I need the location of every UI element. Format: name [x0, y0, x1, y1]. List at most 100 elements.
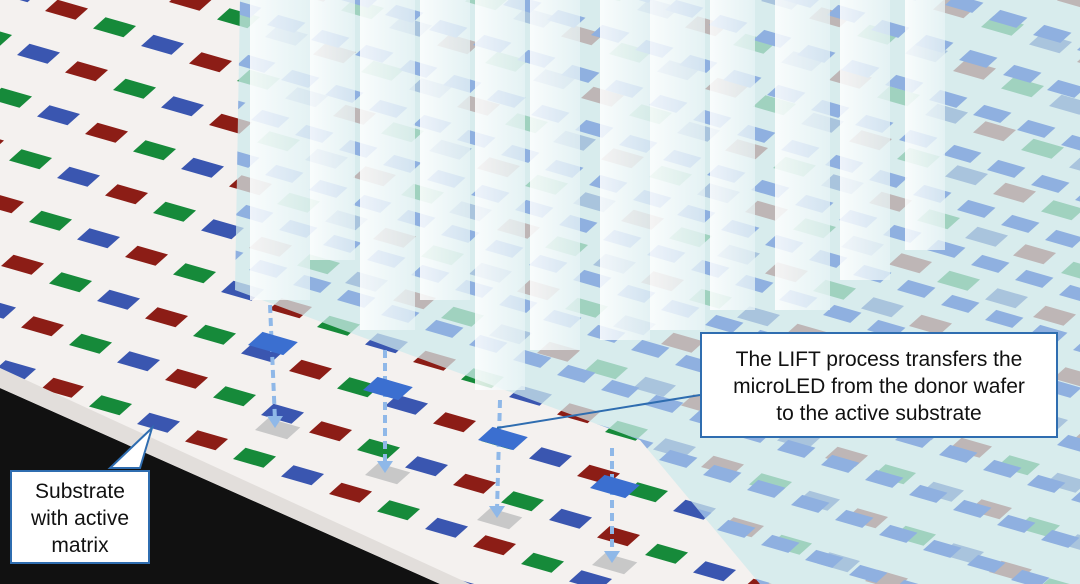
donor-microled	[943, 144, 982, 163]
pixel	[501, 491, 545, 512]
donor-pillar	[905, 0, 945, 250]
pixel	[49, 272, 93, 293]
pixel	[169, 0, 213, 11]
donor-microled	[557, 364, 596, 383]
donor-microled	[1041, 529, 1080, 548]
pixel	[97, 289, 141, 310]
donor-microled	[973, 104, 1012, 123]
donor-microled	[601, 379, 640, 398]
donor-microled	[235, 149, 260, 168]
donor-pillar	[775, 0, 830, 310]
pixel	[549, 508, 593, 529]
landing-pad	[365, 463, 411, 485]
transferred-microled	[248, 331, 298, 356]
callout-text: to the active substrate	[776, 402, 982, 425]
pixel	[233, 447, 277, 468]
donor-microled	[865, 469, 904, 488]
donor-pillar	[710, 0, 755, 310]
pixel	[165, 368, 209, 389]
donor-microled	[705, 314, 744, 333]
donor-microled	[1033, 24, 1072, 43]
pixel	[9, 149, 53, 170]
donor-microled	[909, 484, 948, 503]
donor-microled	[939, 444, 978, 463]
pixel	[141, 34, 185, 55]
donor-pillar	[310, 0, 355, 260]
donor-microled	[959, 49, 998, 68]
arrow-head-icon	[604, 551, 620, 563]
callout-text: The LIFT process transfers the	[735, 348, 1023, 371]
lift-callout-pointer	[496, 394, 701, 429]
donor-pillar	[530, 0, 580, 350]
donor-microled	[1001, 214, 1040, 233]
donor-microled	[1017, 119, 1056, 138]
pixel	[85, 122, 129, 143]
donor-microled	[923, 539, 962, 558]
donor-microled	[1027, 474, 1066, 493]
donor-microled	[823, 304, 862, 323]
pixel	[181, 157, 225, 178]
callout-text: microLED from the donor wafer	[733, 375, 1025, 398]
donor-pillar	[250, 0, 310, 300]
pixel	[153, 201, 197, 222]
donor-pillar	[420, 0, 470, 300]
pixel	[117, 351, 161, 372]
donor-microled	[897, 279, 936, 298]
pixel	[201, 219, 245, 240]
donor-pillar	[475, 0, 525, 390]
donor-microled	[425, 319, 464, 338]
pixel	[137, 412, 181, 433]
donor-microled	[985, 309, 1024, 328]
pixel	[65, 61, 109, 82]
pixel	[529, 447, 573, 468]
pixel	[89, 395, 133, 416]
donor-microled	[645, 394, 684, 413]
donor-microled	[879, 524, 918, 543]
donor-microled	[997, 514, 1036, 533]
donor-microled	[1047, 79, 1080, 98]
pixel	[17, 43, 61, 64]
donor-pillars	[250, 0, 945, 390]
donor-microled	[967, 554, 1006, 573]
arrow-head-icon	[267, 416, 283, 428]
donor-microled	[945, 0, 984, 13]
donor-microled	[1045, 229, 1080, 248]
donor-microled	[791, 494, 830, 513]
landing-pad	[592, 553, 638, 575]
pixel	[425, 517, 469, 538]
transfer-arrow	[268, 304, 277, 421]
arrow-head-icon	[489, 506, 505, 518]
pixel	[113, 78, 157, 99]
donor-microled	[821, 454, 860, 473]
landing-pad	[477, 508, 523, 530]
donor-pillar	[840, 0, 890, 280]
donor-microled	[747, 479, 786, 498]
transferred-microled	[590, 474, 640, 499]
arrow-head-icon	[377, 461, 393, 473]
pixel	[521, 552, 565, 573]
pixel	[597, 526, 641, 547]
pixel	[309, 421, 353, 442]
pixel	[473, 535, 517, 556]
donor-microled	[1057, 434, 1080, 453]
pixel	[329, 482, 373, 503]
donor-microled	[953, 499, 992, 518]
donor-pillar	[650, 0, 705, 330]
pixel	[161, 96, 205, 117]
donor-pillar	[600, 0, 650, 340]
pixel	[0, 193, 25, 214]
lift-transfers	[248, 304, 640, 575]
pixel	[405, 456, 449, 477]
pixel	[57, 166, 101, 187]
pixel	[145, 307, 189, 328]
pixel	[69, 333, 113, 354]
pixel	[693, 561, 737, 582]
donor-microled	[777, 439, 816, 458]
pixel	[77, 228, 121, 249]
pixel	[1, 254, 45, 275]
pixel	[385, 394, 429, 415]
pixel	[193, 324, 237, 345]
substrate-callout-pointer	[107, 424, 155, 469]
pixel	[569, 570, 613, 584]
